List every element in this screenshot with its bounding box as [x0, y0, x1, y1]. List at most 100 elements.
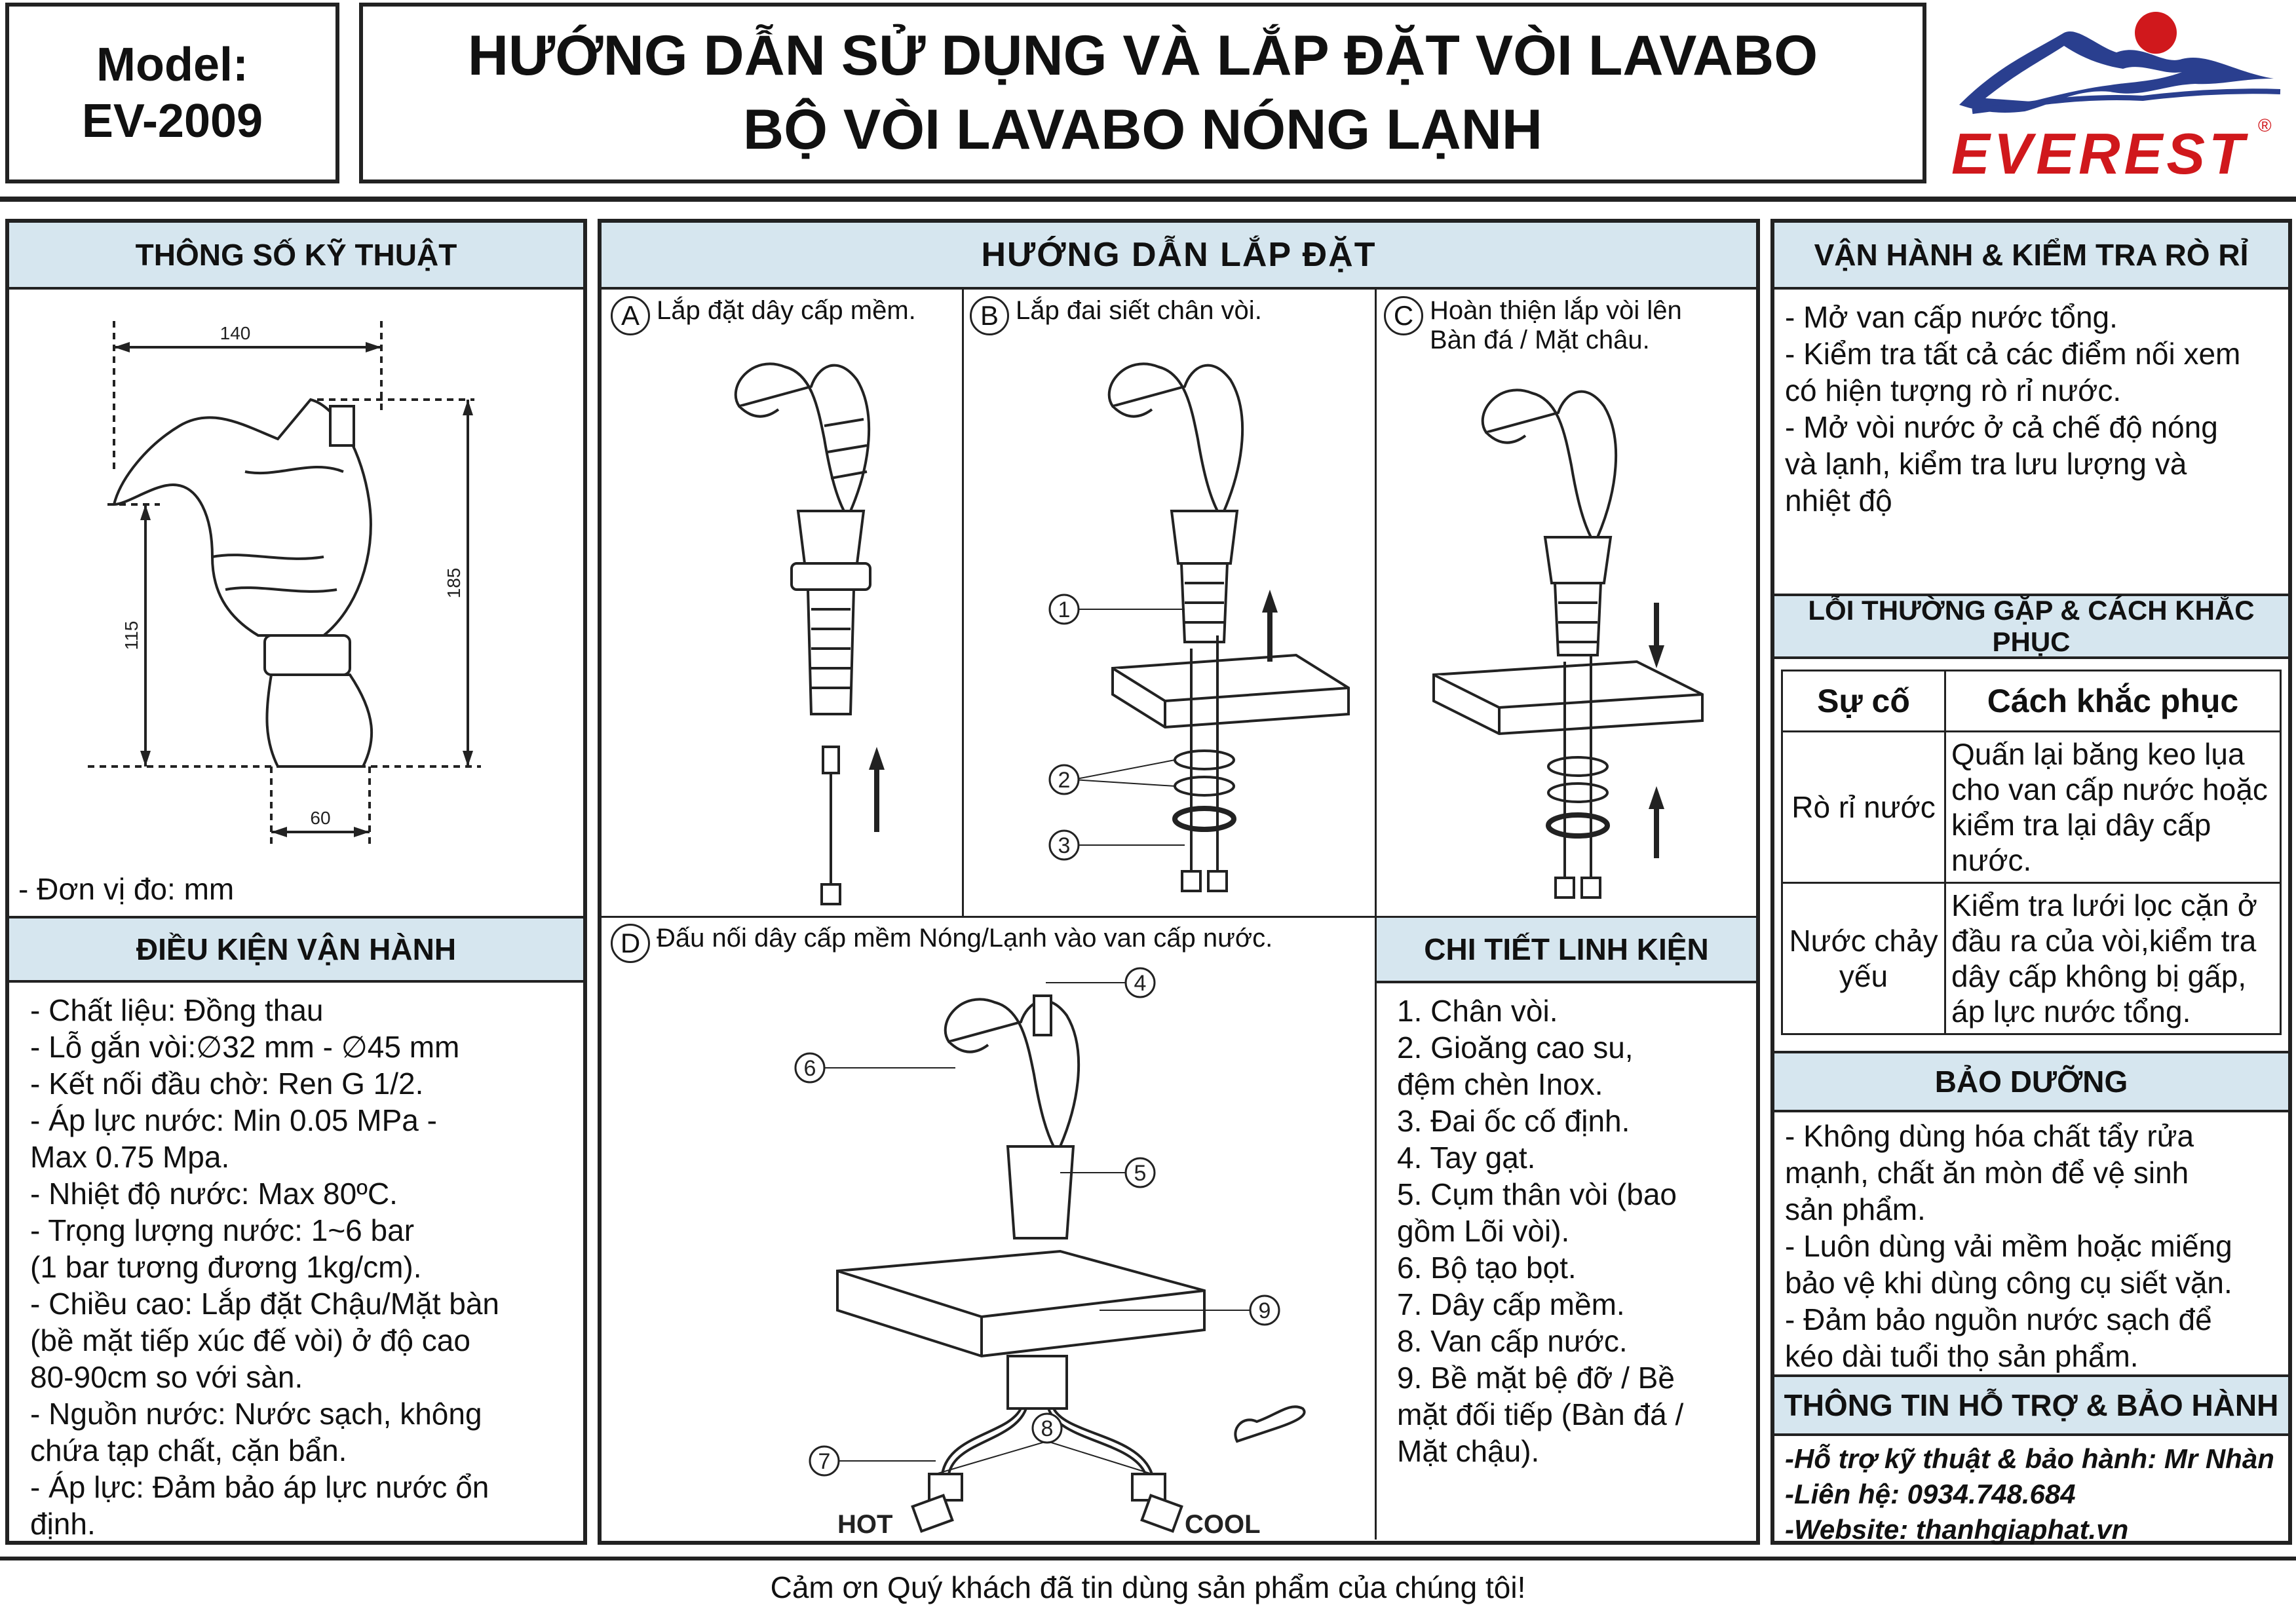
- brand-registered-mark: ®: [2258, 115, 2272, 136]
- conditions-line: - Lỗ gắn vòi:∅32 mm - ∅45 mm: [30, 1030, 460, 1064]
- parts-line: 6. Bộ tạo bọt.: [1397, 1251, 1577, 1285]
- conditions-line: (1 bar tương đương 1kg/cm).: [30, 1250, 422, 1284]
- conditions-line: - Kết nối đầu chờ: Ren G 1/2.: [30, 1067, 424, 1101]
- maintenance-list: - Không dùng hóa chất tẩy rửa mạnh, chất…: [1774, 1115, 2288, 1377]
- step-d-text: Đấu nối dây cấp mềm Nóng/Lạnh vào van cấ…: [657, 924, 1273, 953]
- everest-mountain-icon: [1959, 12, 2281, 114]
- parts-line: 7. Dây cấp mềm.: [1397, 1287, 1625, 1321]
- conditions-line: - Chất liệu: Đồng thau: [30, 993, 324, 1027]
- table-row: Nước chảy yếu Kiểm tra lưới lọc cặn ở đầ…: [1781, 882, 2282, 1035]
- page-subtitle: BỘ VÒI LAVABO NÓNG LẠNH: [743, 98, 1542, 161]
- header-divider: [0, 197, 2296, 202]
- table-header-row: Sự cố Cách khắc phục: [1781, 670, 2282, 732]
- callout-6: 6: [804, 1056, 816, 1081]
- conditions-line: Max 0.75 Mpa.: [30, 1140, 230, 1174]
- dim-base-label: 60: [310, 808, 330, 828]
- conditions-header: ĐIỀU KIỆN VẬN HÀNH: [9, 916, 583, 983]
- operation-line: và lạnh, kiểm tra lưu lượng và: [1785, 447, 2187, 481]
- footer-thanks: Cảm ơn Quý khách đã tin dùng sản phẩm củ…: [770, 1570, 1526, 1604]
- conditions-line: - Nhiệt độ nước: Max 80ºC.: [30, 1177, 398, 1211]
- divider-bc: [1375, 290, 1377, 1540]
- troubleshoot-table-wrap: Sự cố Cách khắc phục Rò rỉ nước Quấn lại…: [1781, 670, 2282, 1035]
- operation-line: có hiện tượng rò rỉ nước.: [1785, 373, 2122, 407]
- conditions-list: - Chất liệu: Đồng thau - Lỗ gắn vòi:∅32 …: [14, 985, 578, 1549]
- callout-2: 2: [1058, 768, 1071, 793]
- issue-cell: Rò rỉ nước: [1781, 730, 1946, 884]
- operation-list: - Mở van cấp nước tổng. - Kiểm tra tất c…: [1774, 299, 2288, 519]
- specs-header: THÔNG SỐ KỸ THUẬT: [9, 223, 583, 290]
- parts-line: 5. Cụm thân vòi (bao: [1397, 1177, 1677, 1211]
- conditions-line: - Áp lực: Đảm bảo áp lực nước ổn: [30, 1470, 489, 1504]
- parts-line: đệm chèn Inox.: [1397, 1067, 1603, 1101]
- parts-line: Mặt chậu).: [1397, 1434, 1540, 1468]
- support-title: THÔNG TIN HỖ TRỢ & BẢO HÀNH: [1784, 1388, 2279, 1422]
- troubleshoot-header: LỖI THƯỜNG GẶP & CÁCH KHẮC PHỤC: [1774, 594, 2288, 659]
- faucet-dimension-drawing: 140 60 185 115: [48, 308, 507, 858]
- parts-line: 8. Van cấp nước.: [1397, 1324, 1628, 1358]
- step-a-text: Lắp đặt dây cấp mềm.: [657, 296, 916, 325]
- callout-5: 5: [1134, 1161, 1147, 1186]
- conditions-line: (bề mặt tiếp xúc đế vòi) ở độ cao: [30, 1323, 470, 1357]
- parts-line: 1. Chân vòi.: [1397, 994, 1558, 1028]
- everest-logo: EVEREST ®: [1946, 3, 2287, 186]
- callout-3: 3: [1058, 833, 1071, 858]
- brand-name: EVEREST: [1951, 121, 2248, 186]
- table-row: Rò rỉ nước Quấn lại băng keo lụa cho van…: [1781, 730, 2282, 884]
- maintenance-line: kéo dài tuổi thọ sản phẩm.: [1785, 1339, 2139, 1373]
- parts-list: 1. Chân vòi. 2. Gioăng cao su, đệm chèn …: [1381, 986, 1755, 1476]
- step-c-line1: Hoàn thiện lắp vòi lên: [1430, 296, 1682, 325]
- step-a-label: A Lắp đặt dây cấp mềm.: [611, 296, 916, 335]
- title-box: HƯỚNG DẪN SỬ DỤNG VÀ LẮP ĐẶT VÒI LAVABO …: [359, 3, 1926, 183]
- cool-label: COOL: [1185, 1510, 1261, 1539]
- dim-spout-label: 115: [121, 621, 142, 651]
- callout-7: 7: [818, 1449, 831, 1474]
- maintenance-header: BẢO DƯỠNG: [1774, 1051, 2288, 1112]
- conditions-line: 80-90cm so với sàn.: [30, 1360, 303, 1394]
- hot-label: HOT: [837, 1510, 892, 1539]
- maintenance-line: - Luôn dùng vải mềm hoặc miếng: [1785, 1229, 2232, 1263]
- install-title: HƯỚNG DẪN LẮP ĐẶT: [981, 236, 1377, 274]
- divider-row: [602, 916, 1756, 918]
- footer-divider: [0, 1557, 2296, 1560]
- step-c-text: Hoàn thiện lắp vòi lên Bàn đá / Mặt châu…: [1430, 296, 1682, 355]
- operation-line: nhiệt độ: [1785, 483, 1892, 518]
- step-b-text: Lắp đai siết chân vòi.: [1016, 296, 1262, 325]
- operation-title: VẬN HÀNH & KIỂM TRA RÒ RỈ: [1814, 238, 2249, 272]
- callout-1: 1: [1058, 597, 1071, 622]
- dim-height-label: 185: [444, 568, 464, 599]
- model-label: Model:: [96, 39, 248, 91]
- support-line: -Hỗ trợ kỹ thuật & bảo hành: Mr Nhàn: [1785, 1443, 2274, 1474]
- maintenance-title: BẢO DƯỠNG: [1934, 1065, 2128, 1099]
- specs-title: THÔNG SỐ KỸ THUẬT: [135, 238, 457, 272]
- col-fix-header: Cách khắc phục: [1944, 670, 2282, 732]
- step-c-marker: C: [1384, 296, 1423, 335]
- step-d-label: D Đấu nối dây cấp mềm Nóng/Lạnh vào van …: [611, 924, 1272, 963]
- callout-4: 4: [1134, 971, 1147, 996]
- callout-8: 8: [1041, 1416, 1054, 1441]
- conditions-line: - Chiều cao: Lắp đặt Chậu/Mặt bàn: [30, 1287, 500, 1321]
- operation-line: - Kiểm tra tất cả các điểm nối xem: [1785, 337, 2241, 371]
- conditions-line: chứa tạp chất, cặn bẩn.: [30, 1433, 347, 1467]
- left-column: THÔNG SỐ KỸ THUẬT: [5, 219, 587, 1545]
- step-a-figure: [700, 347, 896, 911]
- install-header: HƯỚNG DẪN LẮP ĐẶT: [602, 223, 1756, 290]
- parts-header: CHI TIẾT LINH KIỆN: [1377, 918, 1756, 983]
- conditions-line: - Nguồn nước: Nước sạch, không: [30, 1397, 482, 1431]
- step-c-label: C Hoàn thiện lắp vòi lên Bàn đá / Mặt ch…: [1384, 296, 1682, 355]
- callout-9: 9: [1259, 1298, 1271, 1323]
- support-website-link[interactable]: -Website: thanhgiaphat.vn: [1785, 1514, 2129, 1545]
- step-b-label: B Lắp đai siết chân vòi.: [970, 296, 1262, 335]
- support-header: THÔNG TIN HỖ TRỢ & BẢO HÀNH: [1774, 1374, 2288, 1436]
- parts-line: 2. Gioăng cao su,: [1397, 1030, 1634, 1065]
- parts-line: 9. Bề mặt bệ đỡ / Bề: [1397, 1361, 1675, 1395]
- support-phone[interactable]: -Liên hệ: 0934.748.684: [1785, 1479, 2076, 1509]
- maintenance-line: mạnh, chất ăn mòn để vệ sinh: [1785, 1156, 2189, 1190]
- parts-line: mặt đối tiếp (Bàn đá /: [1397, 1397, 1684, 1431]
- conditions-line: - Áp lực nước: Min 0.05 MPa -: [30, 1103, 437, 1137]
- maintenance-line: - Không dùng hóa chất tẩy rửa: [1785, 1119, 2194, 1153]
- troubleshoot-title: LỖI THƯỜNG GẶP & CÁCH KHẮC PHỤC: [1808, 595, 2255, 657]
- parts-line: gồm Lõi vòi).: [1397, 1214, 1570, 1248]
- col-issue-header: Sự cố: [1781, 670, 1946, 732]
- page-title: HƯỚNG DẪN SỬ DỤNG VÀ LẮP ĐẶT VÒI LAVABO: [467, 24, 1818, 87]
- parts-line: 3. Đai ốc cố định.: [1397, 1104, 1630, 1138]
